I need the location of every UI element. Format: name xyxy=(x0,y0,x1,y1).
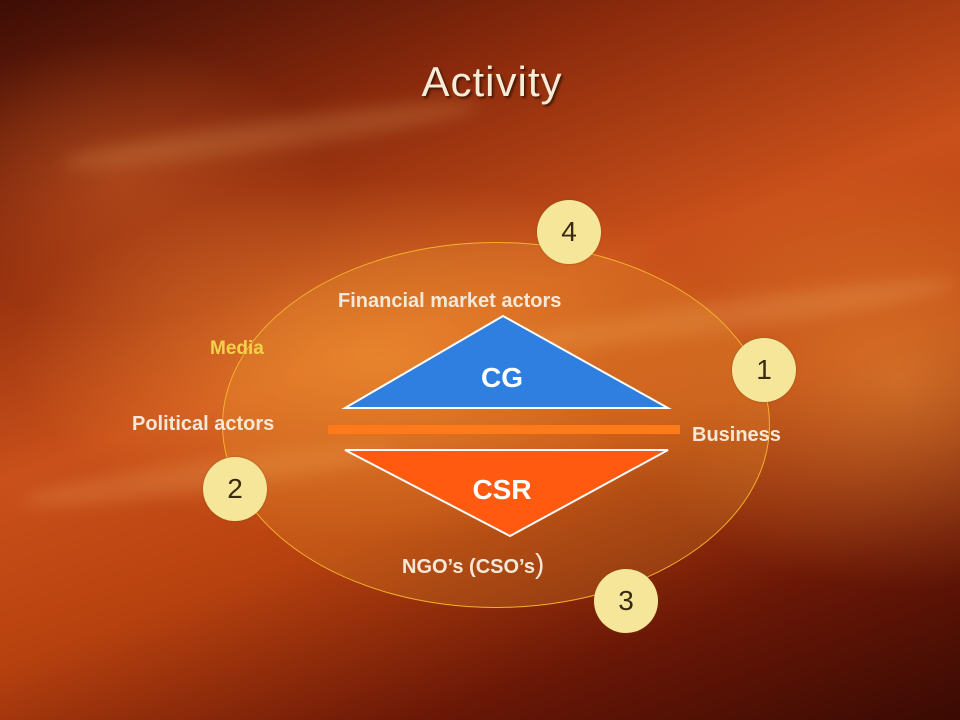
badge-3: 3 xyxy=(594,569,658,633)
csr-label: CSR xyxy=(472,474,532,505)
ngos-label: NGO’s (CSO’s) xyxy=(402,548,545,579)
slide-title: Activity xyxy=(421,58,563,105)
financial-market-actors-label: Financial market actors xyxy=(338,290,562,312)
badge-2: 2 xyxy=(203,457,267,521)
cg-label: CG xyxy=(481,362,523,393)
business-label: Business xyxy=(692,424,781,446)
media-label: Media xyxy=(210,338,264,359)
political-actors-label: Political actors xyxy=(132,413,275,435)
badge-1: 1 xyxy=(732,338,796,402)
badge-4: 4 xyxy=(537,200,601,264)
